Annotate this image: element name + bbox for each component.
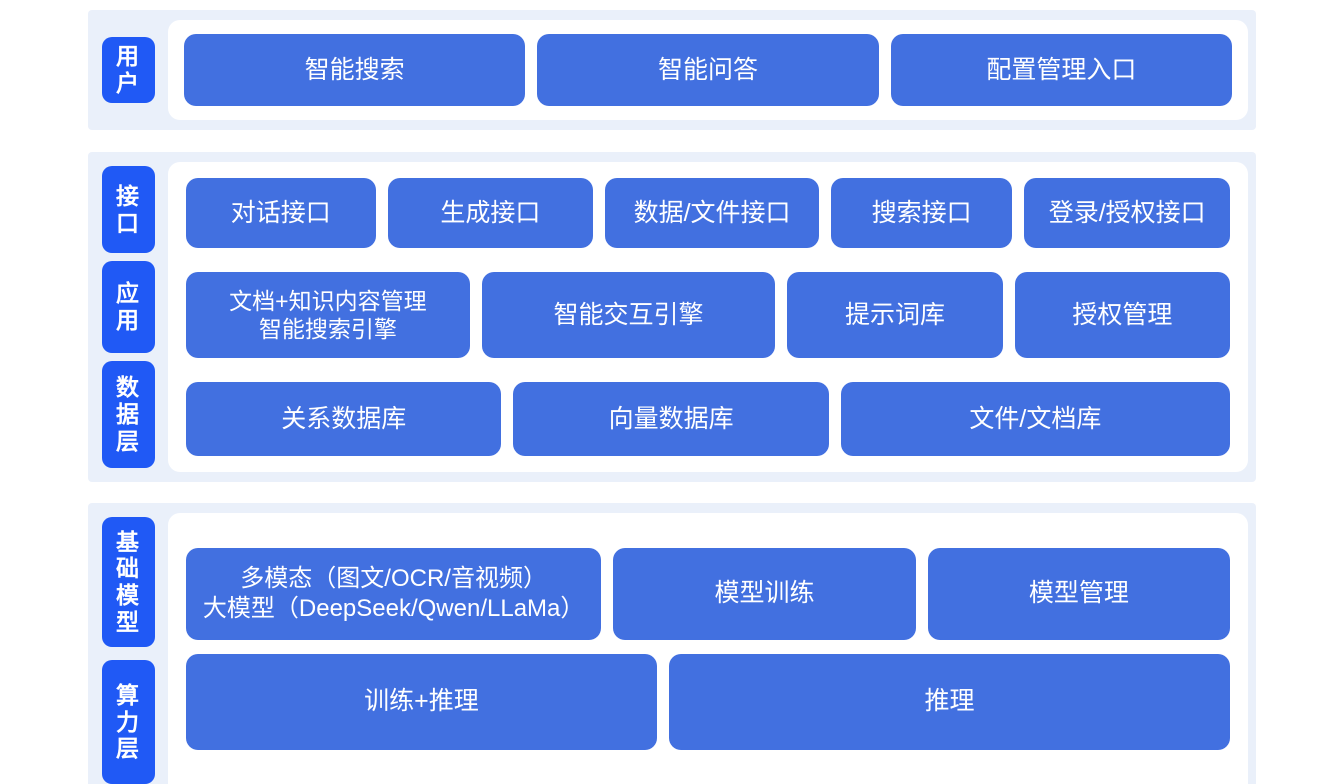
box-intelligent-search[interactable]: 智能搜索 bbox=[184, 34, 526, 106]
row-compute: 训练+推理 推理 bbox=[186, 653, 1230, 750]
section-infra-tab-column: 基础模型 算力层 bbox=[88, 503, 168, 784]
layer-tab-data[interactable]: 数据层 bbox=[101, 360, 155, 468]
box-relational-database[interactable]: 关系数据库 bbox=[186, 382, 502, 456]
section-platform-panel: 对话接口 生成接口 数据/文件接口 搜索接口 登录/授权接口 文档+知识内容管理… bbox=[168, 162, 1248, 472]
box-inference[interactable]: 推理 bbox=[668, 653, 1230, 750]
layer-tab-application[interactable]: 应用 bbox=[101, 261, 155, 353]
box-data-file-interface[interactable]: 数据/文件接口 bbox=[605, 178, 819, 248]
row-foundation-models: 多模态（图文/OCR/音视频） 大模型（DeepSeek/Qwen/LLaMa）… bbox=[186, 547, 1231, 640]
layer-tab-foundation-model[interactable]: 基础模型 bbox=[101, 517, 155, 647]
box-intelligent-qa[interactable]: 智能问答 bbox=[537, 34, 879, 106]
section-infra-panel: 多模态（图文/OCR/音视频） 大模型（DeepSeek/Qwen/LLaMa）… bbox=[168, 513, 1248, 784]
box-authorization-management[interactable]: 授权管理 bbox=[1014, 272, 1231, 358]
section-platform-layer: 接口 应用 数据层 对话接口 生成接口 数据/文件接口 搜索接口 登录/授权接口… bbox=[88, 152, 1256, 482]
box-training-plus-inference[interactable]: 训练+推理 bbox=[186, 653, 657, 750]
box-multimodal-large-model[interactable]: 多模态（图文/OCR/音视频） 大模型（DeepSeek/Qwen/LLaMa） bbox=[186, 547, 602, 640]
section-infrastructure-layer: 基础模型 算力层 多模态（图文/OCR/音视频） 大模型（DeepSeek/Qw… bbox=[88, 503, 1256, 784]
section-user-panel: 智能搜索 智能问答 配置管理入口 bbox=[168, 20, 1248, 120]
box-search-interface[interactable]: 搜索接口 bbox=[830, 178, 1013, 248]
box-file-document-store[interactable]: 文件/文档库 bbox=[840, 382, 1231, 456]
box-doc-knowledge-management[interactable]: 文档+知识内容管理 智能搜索引擎 bbox=[186, 272, 470, 358]
box-model-management[interactable]: 模型管理 bbox=[927, 547, 1231, 640]
row-interfaces: 对话接口 生成接口 数据/文件接口 搜索接口 登录/授权接口 bbox=[186, 178, 1230, 248]
box-config-management-entry[interactable]: 配置管理入口 bbox=[890, 34, 1232, 106]
row-user-apps: 智能搜索 智能问答 配置管理入口 bbox=[184, 34, 1232, 106]
section-platform-tab-column: 接口 应用 数据层 bbox=[88, 152, 168, 482]
box-vector-database[interactable]: 向量数据库 bbox=[513, 382, 829, 456]
box-intelligent-interaction-engine[interactable]: 智能交互引擎 bbox=[481, 272, 776, 358]
section-user-tab-column: 用户 bbox=[88, 10, 168, 130]
section-user-layer: 用户 智能搜索 智能问答 配置管理入口 bbox=[88, 10, 1256, 130]
box-generation-interface[interactable]: 生成接口 bbox=[387, 178, 594, 248]
box-prompt-library[interactable]: 提示词库 bbox=[787, 272, 1003, 358]
layer-tab-user[interactable]: 用户 bbox=[101, 37, 155, 103]
box-model-training[interactable]: 模型训练 bbox=[613, 547, 916, 640]
row-applications: 文档+知识内容管理 智能搜索引擎 智能交互引擎 提示词库 授权管理 bbox=[186, 272, 1231, 358]
box-login-auth-interface[interactable]: 登录/授权接口 bbox=[1024, 178, 1230, 248]
row-databases: 关系数据库 向量数据库 文件/文档库 bbox=[186, 382, 1231, 456]
layer-tab-interface[interactable]: 接口 bbox=[101, 166, 155, 254]
layer-tab-compute[interactable]: 算力层 bbox=[101, 660, 155, 784]
box-dialog-interface[interactable]: 对话接口 bbox=[186, 178, 376, 248]
